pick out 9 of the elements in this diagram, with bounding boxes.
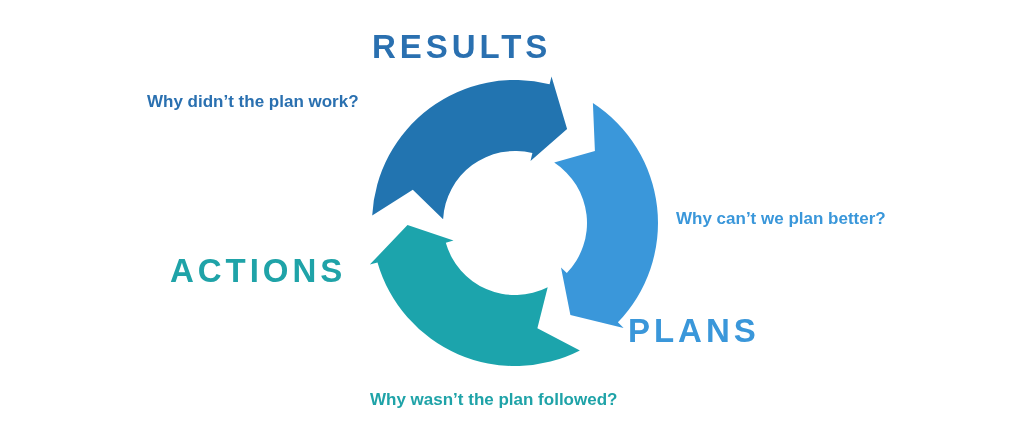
curved-arrow bbox=[554, 103, 658, 328]
curved-arrow bbox=[369, 224, 580, 366]
curved-arrow bbox=[372, 76, 568, 220]
question-text: Why can’t we plan better? bbox=[676, 210, 886, 227]
stage-heading: ACTIONS bbox=[170, 254, 347, 287]
stage-heading: PLANS bbox=[628, 314, 760, 347]
stage-heading: RESULTS bbox=[372, 30, 552, 63]
question-text: Why didn’t the plan work? bbox=[147, 93, 359, 110]
question-text: Why wasn’t the plan followed? bbox=[370, 391, 618, 408]
